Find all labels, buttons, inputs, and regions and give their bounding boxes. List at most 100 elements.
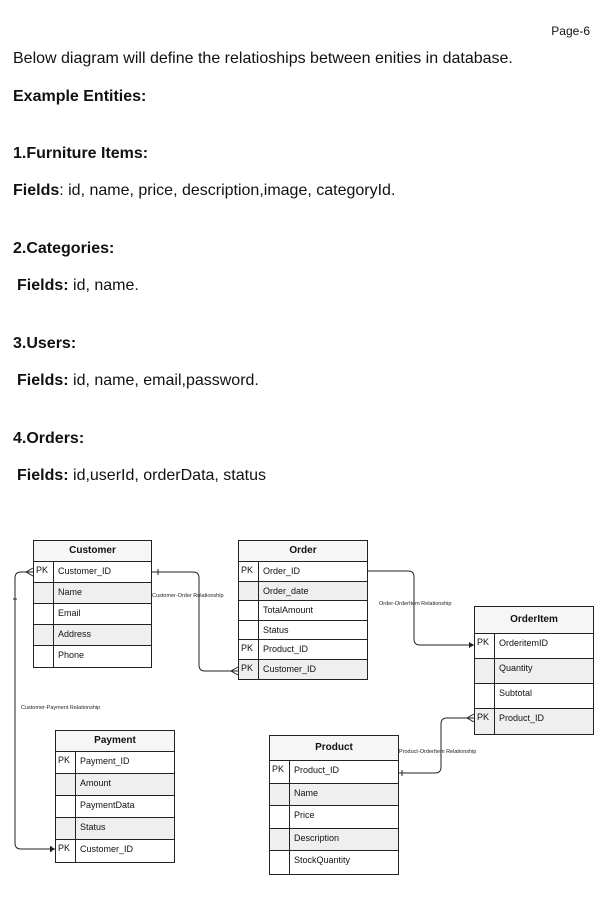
- product-orderitem-line: [399, 717, 474, 774]
- key-cell: [56, 774, 76, 795]
- payment-field-row: PaymentData: [56, 796, 174, 818]
- customer-table-title: Customer: [34, 541, 151, 562]
- order-orderitem-line: [368, 570, 474, 646]
- key-cell: [475, 659, 495, 683]
- customer-field-row: Phone: [34, 646, 151, 667]
- entity-fields-orders: Fields: id,userId, orderData, status: [17, 467, 266, 485]
- key-cell: PK: [239, 562, 259, 581]
- entity-heading-categories: 2.Categories:: [13, 240, 115, 257]
- orderitem-field-row: Quantity: [475, 659, 593, 684]
- key-cell: [56, 818, 76, 839]
- order-table-title: Order: [239, 541, 367, 562]
- order-field-row: PK Order_ID: [239, 562, 367, 582]
- field-name: Subtotal: [499, 688, 533, 698]
- key-cell: PK: [34, 562, 54, 582]
- key-cell: PK: [239, 659, 259, 679]
- product-field-row: PK Product_ID: [270, 761, 398, 784]
- field-name: Name: [294, 787, 319, 798]
- orderitem-field-row: PK Product_ID: [475, 709, 593, 734]
- key-cell: [239, 581, 259, 600]
- product-orderitem-relationship-label: Product-OrderItem Relationship: [399, 749, 477, 755]
- order-field-row: Order_date: [239, 581, 367, 601]
- field-name: Customer_ID: [58, 566, 112, 576]
- key-cell: [270, 783, 290, 805]
- customer-field-row: Email: [34, 604, 151, 625]
- key-cell: [34, 646, 54, 667]
- fields-text: : id, name, price, description,image, ca…: [59, 182, 396, 199]
- field-name: OrderitemID: [499, 638, 549, 648]
- product-field-row: Price: [270, 806, 398, 829]
- customer-field-row: PK Customer_ID: [34, 562, 151, 583]
- order-field-row: TotalAmount: [239, 601, 367, 621]
- example-entities-heading: Example Entities:: [13, 88, 147, 105]
- key-cell: PK: [475, 634, 495, 658]
- field-name: Payment_ID: [80, 756, 130, 766]
- fields-text: id,userId, orderData, status: [68, 467, 266, 484]
- entity-fields-users: Fields: id, name, email,password.: [17, 372, 259, 390]
- fields-label: Fields:: [17, 467, 69, 484]
- entity-fields-categories: Fields: id, name.: [17, 277, 139, 295]
- entity-heading-users: 3.Users:: [13, 335, 77, 352]
- key-cell: PK: [270, 761, 290, 783]
- fields-text: id, name, email,password.: [68, 372, 259, 389]
- key-cell: PK: [56, 752, 76, 773]
- key-cell: [34, 583, 54, 603]
- field-name: Order_ID: [263, 566, 301, 576]
- field-name: Customer_ID: [80, 844, 134, 854]
- field-name: Product_ID: [499, 713, 545, 723]
- payment-table-title: Payment: [56, 731, 174, 752]
- field-name: Price: [294, 810, 315, 820]
- page-number: Page-6: [551, 24, 590, 38]
- key-cell: PK: [475, 709, 495, 734]
- customer-order-relationship-label: Customer-Order Relationship: [152, 593, 224, 599]
- key-cell: PK: [239, 640, 259, 659]
- order-orderitem-relationship-label: Order-OrderItem Relationship: [379, 601, 452, 607]
- orderitem-field-row: Subtotal: [475, 684, 593, 709]
- field-name: Status: [263, 624, 289, 635]
- key-cell: [270, 851, 290, 874]
- key-cell: [56, 796, 76, 817]
- key-cell: [34, 625, 54, 645]
- field-name: Description: [294, 832, 340, 843]
- entity-heading-orders: 4.Orders:: [13, 430, 85, 447]
- orderitem-table-title: OrderItem: [475, 607, 593, 634]
- fields-label: Fields:: [17, 372, 69, 389]
- key-cell: [270, 828, 290, 850]
- customer-payment-relationship-label: Customer-Payment Relationship: [21, 705, 101, 711]
- key-cell: [34, 604, 54, 624]
- key-cell: [475, 684, 495, 708]
- product-field-row: Description: [270, 828, 398, 851]
- key-cell: [239, 601, 259, 620]
- customer-field-row: Name: [34, 583, 151, 604]
- field-name: StockQuantity: [294, 855, 351, 865]
- product-field-row: StockQuantity: [270, 851, 398, 874]
- fields-label: Fields:: [17, 277, 69, 294]
- field-name: Order_date: [263, 585, 309, 596]
- key-cell: PK: [56, 840, 76, 862]
- product-table-title: Product: [270, 736, 398, 761]
- field-name: PaymentData: [80, 800, 135, 810]
- order-field-row: Status: [239, 620, 367, 640]
- payment-field-row: PK Payment_ID: [56, 752, 174, 774]
- field-name: Email: [58, 608, 81, 618]
- payment-field-row: Amount: [56, 774, 174, 796]
- payment-field-row: PK Customer_ID: [56, 840, 174, 862]
- field-name: Customer_ID: [263, 663, 317, 674]
- intro-text: Below diagram will define the relatioshi…: [13, 50, 513, 67]
- field-name: Name: [58, 587, 83, 597]
- field-name: Product_ID: [294, 765, 340, 775]
- entity-fields-furniture: Fields: id, name, price, description,ima…: [13, 182, 395, 200]
- entity-heading-furniture: 1.Furniture Items:: [13, 145, 149, 162]
- product-field-row: Name: [270, 783, 398, 806]
- order-field-row: PK Customer_ID: [239, 659, 367, 679]
- payment-field-row: Status: [56, 818, 174, 840]
- orderitem-field-row: PK OrderitemID: [475, 634, 593, 659]
- field-name: Amount: [80, 778, 112, 788]
- field-name: Phone: [58, 650, 85, 660]
- field-name: Status: [80, 822, 106, 832]
